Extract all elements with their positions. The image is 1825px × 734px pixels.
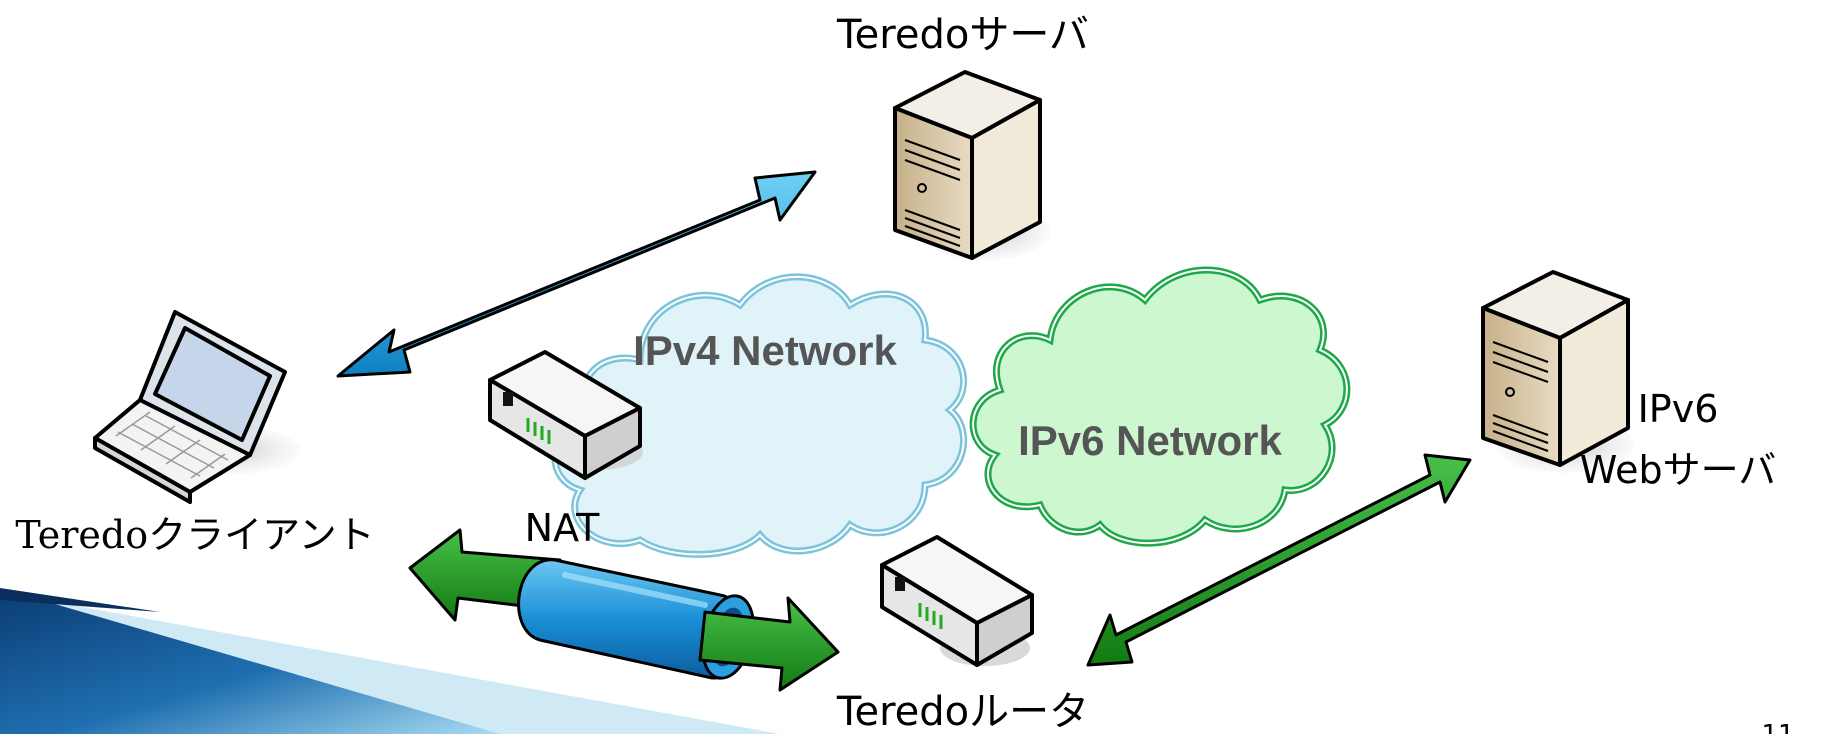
ipv6-web-label-line2: Webサーバ bbox=[1580, 448, 1776, 492]
router-icon bbox=[488, 350, 642, 480]
nat-label: NAT bbox=[525, 506, 600, 550]
teredo-client-label: Teredoクライアント bbox=[15, 513, 374, 557]
ipv4-network-label: IPv4 Network bbox=[633, 327, 897, 374]
teredo-router: Teredoルータ bbox=[836, 535, 1089, 734]
laptop-icon bbox=[93, 310, 287, 504]
corner-stripe-decoration bbox=[0, 588, 780, 734]
green-right-arrow-icon bbox=[698, 596, 840, 692]
page-number: 11 bbox=[1761, 720, 1794, 734]
blue-double-arrow-icon bbox=[336, 170, 817, 378]
ipv6-web-label-line1: IPv6 bbox=[1638, 387, 1719, 431]
teredo-client: Teredoクライアント bbox=[15, 310, 375, 557]
green-double-arrow-icon bbox=[1086, 453, 1472, 667]
ipv6-cloud: IPv6 Network bbox=[969, 266, 1351, 547]
router-icon bbox=[880, 535, 1034, 667]
teredo-server: Teredoサーバ bbox=[836, 12, 1089, 260]
ipv6-web-server: IPv6 Webサーバ bbox=[1481, 270, 1776, 492]
cloud-icon bbox=[969, 266, 1351, 547]
teredo-server-label: Teredoサーバ bbox=[836, 12, 1089, 58]
ipv6-network-label: IPv6 Network bbox=[1018, 417, 1282, 464]
nat-router: NAT bbox=[488, 350, 643, 550]
teredo-router-label: Teredoルータ bbox=[836, 689, 1089, 734]
